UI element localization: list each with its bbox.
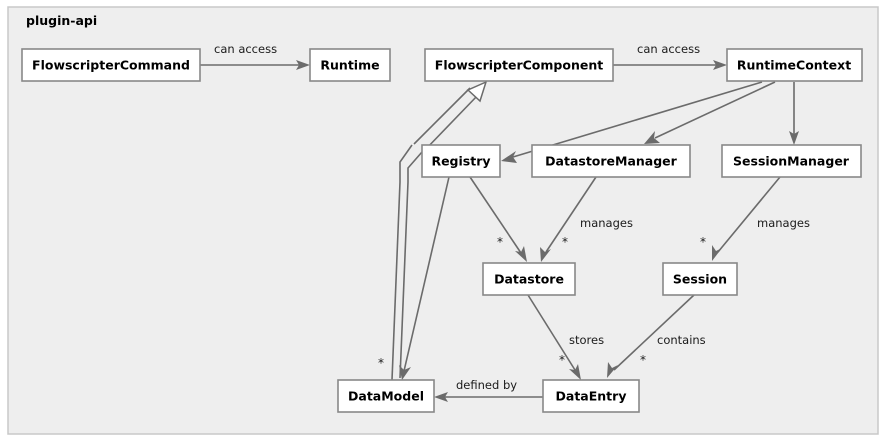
edge-datamodel-generalize bbox=[391, 181, 409, 381]
class-node-dataentry[interactable]: DataEntry bbox=[542, 379, 640, 413]
class-node-datamodel[interactable]: DataModel bbox=[337, 379, 435, 413]
edge-sessmanager-session bbox=[712, 176, 781, 261]
class-node-flowscriptercommand[interactable]: FlowscripterCommand bbox=[21, 48, 201, 82]
class-label-flowscriptercomponent: FlowscripterComponent bbox=[435, 58, 603, 73]
multiplicity-datastore-dataentry: * bbox=[559, 353, 565, 367]
class-label-sessionmanager: SessionManager bbox=[733, 154, 850, 169]
class-label-registry: Registry bbox=[431, 154, 490, 169]
edge-datastore-dataentry bbox=[527, 294, 581, 380]
classes-layer: FlowscripterCommand Runtime Flowscripter… bbox=[21, 48, 863, 413]
edges-layer bbox=[200, 60, 799, 402]
class-node-datastore[interactable]: Datastore bbox=[482, 262, 576, 296]
edge-registry-generalize bbox=[399, 80, 488, 182]
class-node-runtimecontext[interactable]: RuntimeContext bbox=[726, 48, 863, 82]
edge-registry-datamodel bbox=[399, 176, 450, 380]
class-label-session: Session bbox=[673, 272, 727, 287]
class-node-sessionmanager[interactable]: SessionManager bbox=[721, 144, 862, 178]
class-node-runtime[interactable]: Runtime bbox=[309, 48, 391, 82]
edge-registry-datastore bbox=[469, 176, 527, 262]
class-label-dataentry: DataEntry bbox=[556, 389, 627, 404]
edge-cmd-runtime bbox=[200, 60, 310, 70]
class-label-flowscriptercommand: FlowscripterCommand bbox=[32, 58, 190, 73]
edge-label-manages-datastore: manages bbox=[580, 216, 633, 230]
multiplicity-session-dataentry: * bbox=[640, 353, 646, 367]
package-label: plugin-api bbox=[26, 13, 97, 28]
edge-session-dataentry bbox=[607, 294, 695, 378]
edge-label-can-access-1: can access bbox=[214, 42, 277, 56]
edge-label-can-access-2: can access bbox=[637, 42, 700, 56]
class-node-datastoremanager[interactable]: DatastoreManager bbox=[531, 144, 691, 178]
multiplicity-registry-datastore: * bbox=[497, 235, 503, 249]
edge-label-manages-session: manages bbox=[757, 216, 810, 230]
multiplicity-dsmanager-datastore: * bbox=[562, 235, 568, 249]
edge-label-defined-by: defined by bbox=[456, 378, 517, 392]
class-node-flowscriptercomponent[interactable]: FlowscripterComponent bbox=[424, 48, 614, 82]
multiplicity-layer: * * * * * * bbox=[378, 235, 706, 370]
class-label-datastoremanager: DatastoreManager bbox=[545, 154, 678, 169]
multiplicity-registry-datamodel: * bbox=[378, 356, 384, 370]
multiplicity-sessmanager-session: * bbox=[700, 235, 706, 249]
class-node-session[interactable]: Session bbox=[662, 262, 738, 296]
class-node-registry[interactable]: Registry bbox=[421, 144, 501, 178]
edge-label-stores: stores bbox=[569, 333, 604, 347]
edge-comp-ctx bbox=[613, 60, 727, 70]
class-label-runtime: Runtime bbox=[320, 58, 379, 73]
edge-ctx-sessmanager bbox=[789, 82, 799, 145]
edge-dataentry-datamodel bbox=[434, 392, 543, 402]
class-label-datastore: Datastore bbox=[494, 272, 564, 287]
edge-ctx-dsmanager bbox=[644, 81, 776, 144]
class-label-runtimecontext: RuntimeContext bbox=[737, 58, 851, 73]
edge-labels-layer: can access can access manages manages st… bbox=[214, 42, 810, 392]
class-label-datamodel: DataModel bbox=[348, 389, 424, 404]
edge-dsmanager-datastore bbox=[540, 176, 597, 262]
edge-label-contains: contains bbox=[657, 333, 706, 347]
